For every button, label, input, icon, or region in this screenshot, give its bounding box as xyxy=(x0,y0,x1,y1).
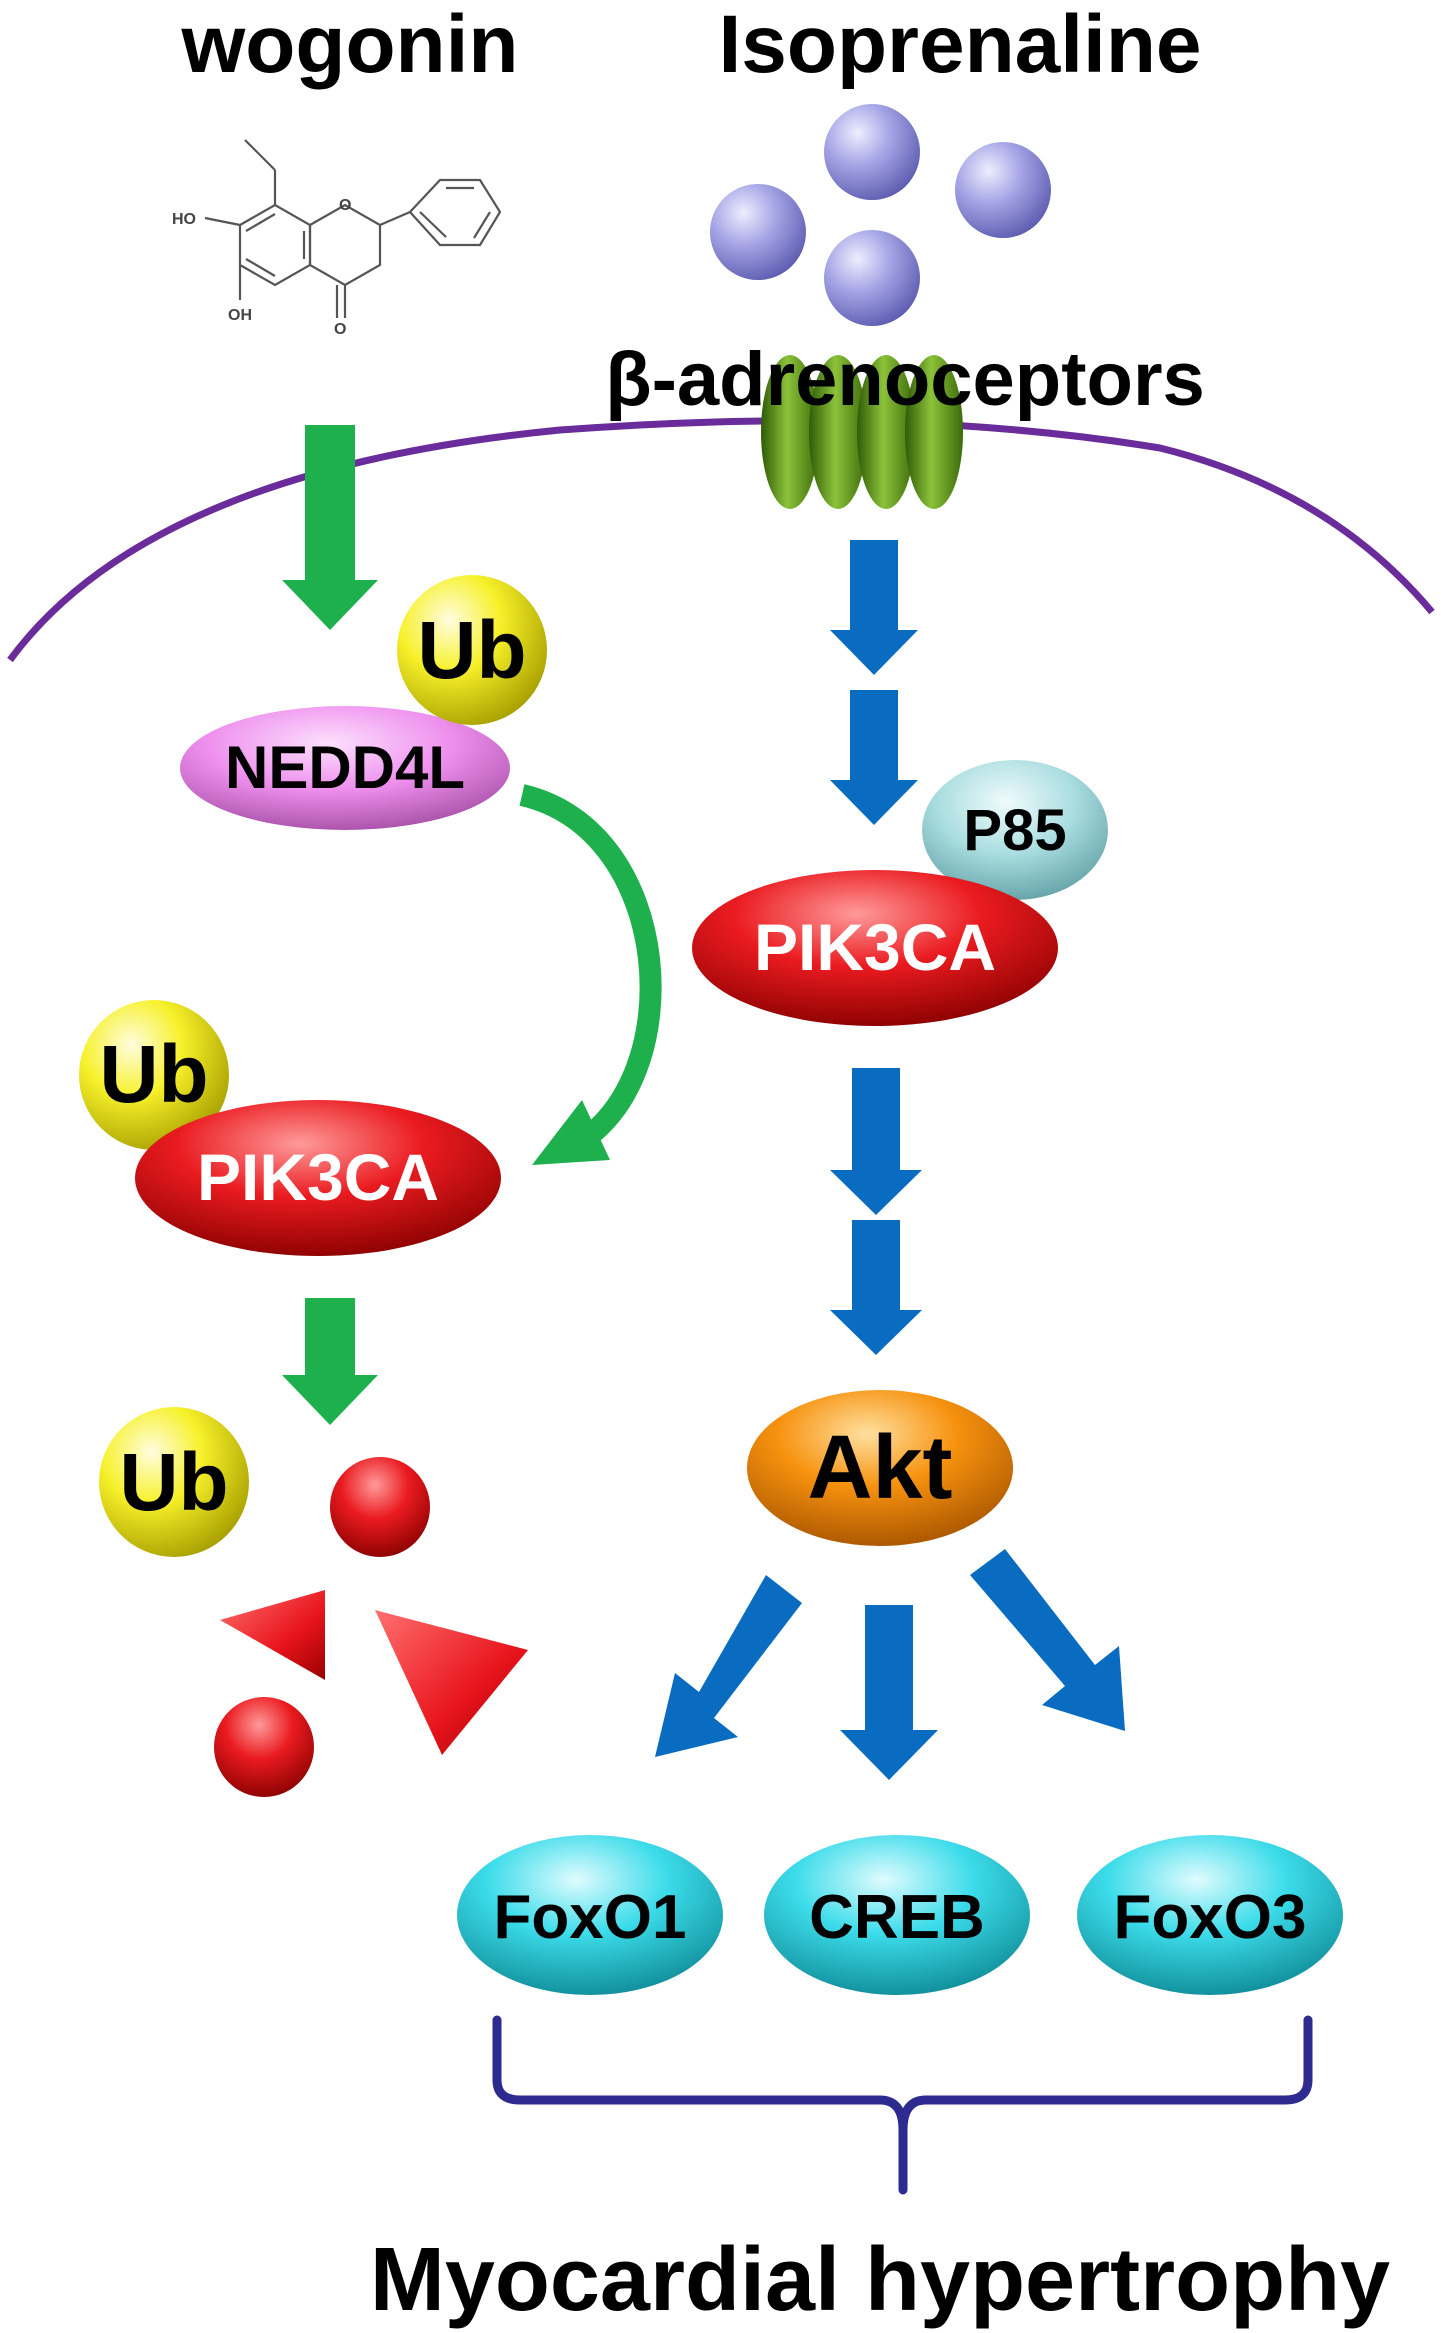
ligand-sphere xyxy=(710,184,806,280)
grouping-brace xyxy=(492,2015,1313,2195)
cell-membrane xyxy=(7,417,1435,663)
blue-diagonal-arrow-left xyxy=(655,1575,802,1757)
p85-label: P85 xyxy=(963,798,1066,863)
green-down-arrow xyxy=(282,1298,378,1425)
fragment-triangle xyxy=(375,1610,528,1755)
green-curved-arrowhead xyxy=(532,1100,610,1165)
receptor-helix xyxy=(857,355,915,509)
ligand-sphere xyxy=(824,230,920,326)
beta-adrenoceptor-complex xyxy=(761,355,963,509)
nedd4l-node xyxy=(180,706,510,830)
akt-label: Akt xyxy=(807,1418,952,1518)
wogonin-label: wogonin xyxy=(180,0,518,90)
creb-label: CREB xyxy=(809,1883,985,1952)
foxo1-node xyxy=(457,1835,723,1995)
receptor-helix xyxy=(809,355,867,509)
pik3ca-node xyxy=(692,870,1058,1026)
foxo3-label: FoxO3 xyxy=(1114,1883,1307,1952)
ub-label: Ub xyxy=(417,605,526,696)
akt-node xyxy=(747,1390,1013,1546)
ring-oxygen: O xyxy=(339,197,351,214)
nedd4l-label: NEDD4L xyxy=(225,734,465,801)
fragment-sphere xyxy=(330,1457,430,1557)
pik3ca-label: PIK3CA xyxy=(197,1140,439,1214)
blue-down-arrow xyxy=(830,1220,922,1355)
isoprenaline-label: Isoprenaline xyxy=(718,0,1201,90)
ho-group: HO xyxy=(172,211,196,228)
p85-node xyxy=(922,760,1108,900)
creb-node xyxy=(764,1835,1030,1995)
ub-label: Ub xyxy=(99,1029,208,1120)
foxo3-node xyxy=(1077,1835,1343,1995)
fragment-triangle xyxy=(220,1590,325,1680)
receptor-helix xyxy=(905,355,963,509)
beta-adrenoceptors-label: β-adrenoceptors xyxy=(605,337,1205,422)
green-down-arrow xyxy=(282,425,378,630)
oh-group: OH xyxy=(228,307,252,324)
blue-down-arrow xyxy=(840,1605,938,1780)
blue-down-arrow xyxy=(830,540,918,675)
pik3ca-label: PIK3CA xyxy=(754,910,996,984)
ub-label: Ub xyxy=(119,1437,228,1528)
green-curved-arrow xyxy=(519,784,662,1155)
blue-down-arrow xyxy=(830,690,918,825)
ub-node xyxy=(397,575,547,725)
fragment-sphere xyxy=(214,1697,314,1797)
receptor-helix xyxy=(761,355,819,509)
wogonin-structure xyxy=(204,139,502,318)
foxo1-label: FoxO1 xyxy=(494,1883,687,1952)
green-arrows xyxy=(282,425,662,1425)
isoprenaline-ligands xyxy=(710,104,1051,326)
ub-node xyxy=(99,1407,249,1557)
keto-oxygen: O xyxy=(334,321,346,338)
ligand-sphere xyxy=(955,142,1051,238)
outcome-label: Myocardial hypertrophy xyxy=(370,2230,1390,2330)
pik3ca-node xyxy=(135,1100,501,1256)
blue-down-arrow xyxy=(830,1068,922,1215)
blue-arrows xyxy=(655,540,1125,1780)
blue-diagonal-arrow-right xyxy=(970,1549,1125,1731)
ligand-sphere xyxy=(824,104,920,200)
ub-node xyxy=(79,1000,229,1150)
degraded-pik3ca-fragments xyxy=(214,1457,528,1797)
